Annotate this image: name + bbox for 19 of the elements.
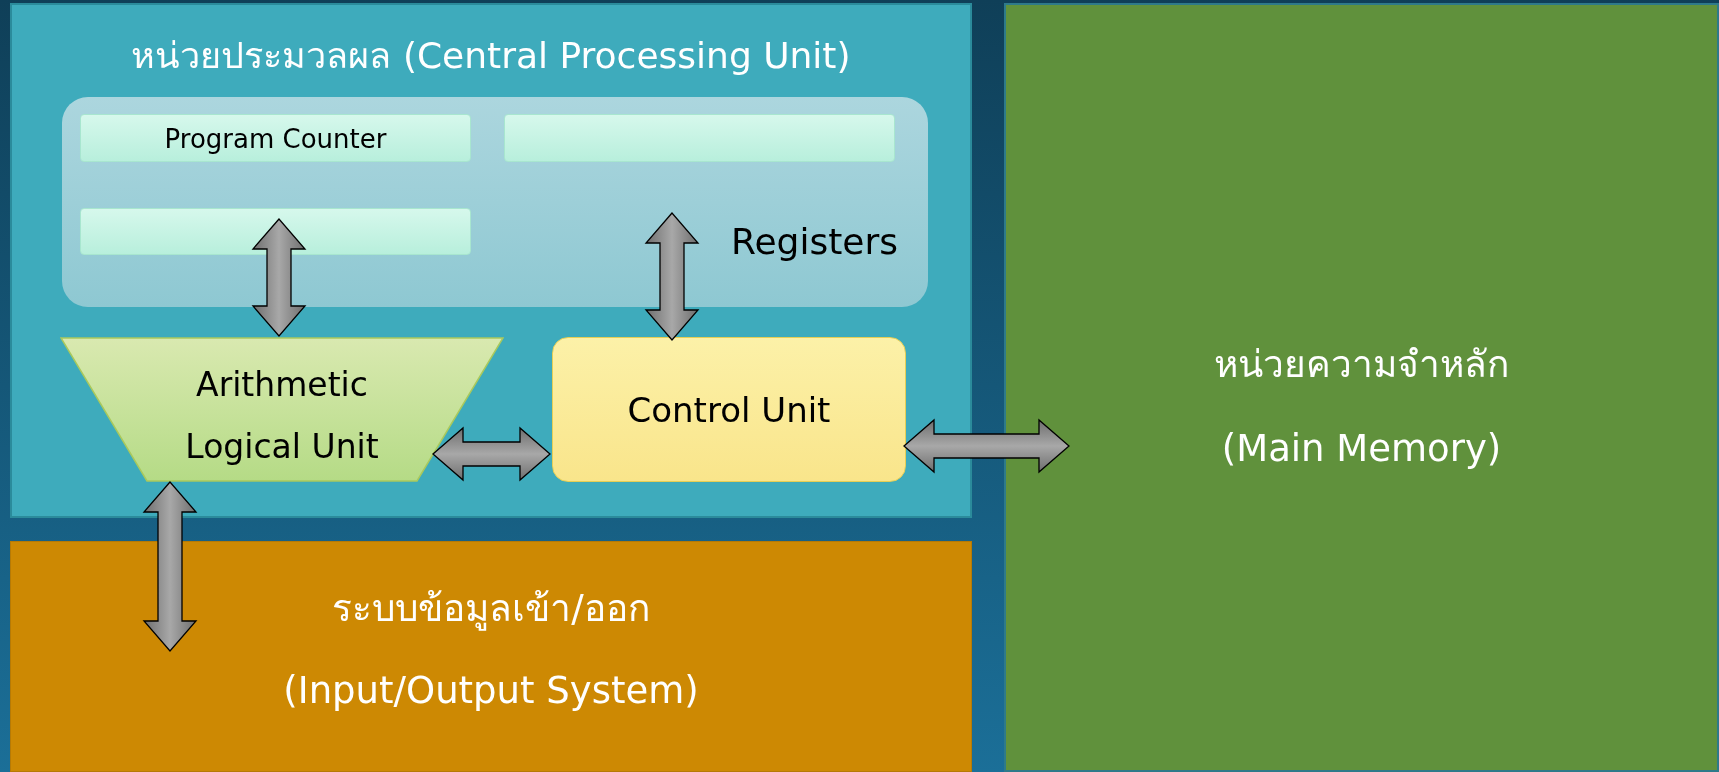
unit-label: Arithmetic Logical Unit	[184, 364, 380, 468]
double-arrow	[432, 426, 551, 482]
double-arrow	[903, 418, 1070, 474]
control-unit-box: Control Unit	[552, 337, 906, 482]
cpu-panel	[10, 3, 972, 518]
registers-panel	[62, 97, 928, 307]
double-arrow	[142, 481, 198, 652]
memory-panel	[1004, 3, 1719, 772]
register-box	[80, 208, 471, 255]
panel-title: หน่วยประมวลผล (Central Processing Unit)	[130, 34, 852, 78]
register-box	[504, 114, 895, 162]
double-arrow	[251, 218, 307, 337]
panel-label: Registers	[731, 221, 898, 262]
panel-title: ระบบข้อมูลเข้า/ออก (Input/Output System)	[282, 586, 700, 714]
alu-trapezoid	[60, 337, 504, 482]
double-arrow	[644, 212, 700, 341]
register-box: Program Counter	[80, 114, 471, 162]
panel-title: หน่วยความจำหลัก (Main Memory)	[1213, 342, 1510, 472]
io-panel	[10, 541, 972, 772]
